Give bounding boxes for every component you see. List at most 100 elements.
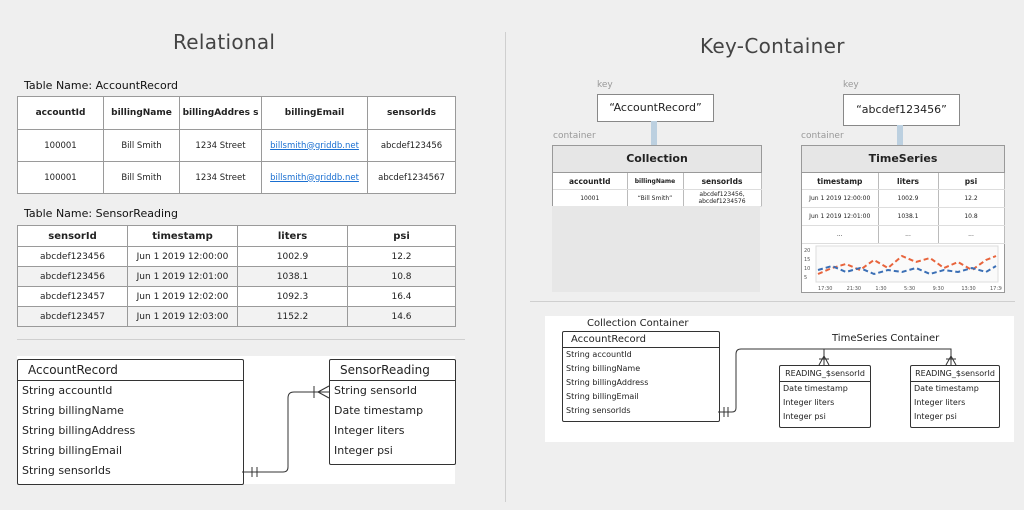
- collection-container-label: Collection Container: [587, 318, 689, 329]
- y-tick-label: 10: [804, 266, 810, 272]
- erd-field: Integer psi: [783, 412, 826, 421]
- table-row: Jun 1 2019 12:01:00 1038.1 10.8: [802, 207, 1005, 226]
- y-tick-label: 15: [804, 257, 810, 263]
- table-cell: abcdef1234567: [367, 161, 456, 194]
- erd-field: String billingName: [566, 364, 641, 373]
- table-cell: 12.2: [938, 189, 1005, 208]
- table-cell: 1152.2: [237, 306, 348, 327]
- erd-field: String accountId: [22, 384, 113, 397]
- sensor-table-caption: Table Name: SensorReading: [24, 207, 178, 220]
- erd-field: String sensorId: [334, 384, 418, 397]
- erd-entity-reading: READING_$sensorId Date timestamp Integer…: [910, 365, 1000, 428]
- table-cell: Jun 1 2019 12:00:00: [802, 189, 879, 208]
- table-row: abcdef123457 Jun 1 2019 12:03:00 1152.2 …: [17, 306, 456, 327]
- erd-field: Integer liters: [334, 424, 405, 437]
- table-row: abcdef123456 Jun 1 2019 12:01:00 1038.1 …: [17, 266, 456, 287]
- table-cell: 1002.9: [878, 189, 939, 208]
- erd-entity-title: AccountRecord: [18, 360, 243, 381]
- column-header: accountId: [553, 173, 628, 190]
- erd-field: Integer liters: [783, 398, 835, 407]
- table-cell: Jun 1 2019 12:01:00: [802, 207, 879, 226]
- collection-title: Collection: [553, 146, 761, 173]
- column-header: sensorIds: [683, 173, 762, 190]
- table-cell: ...: [938, 225, 1005, 244]
- erd-field: String accountId: [566, 350, 632, 359]
- column-header: liters: [878, 173, 939, 190]
- table-cell: 14.6: [347, 306, 456, 327]
- timeseries-container-label: TimeSeries Container: [832, 333, 940, 344]
- erd-field: Date timestamp: [334, 404, 424, 417]
- erd-field: String sensorIds: [22, 464, 111, 477]
- erd-entity-reading: READING_$sensorId Date timestamp Integer…: [779, 365, 871, 428]
- account-table-caption: Table Name: AccountRecord: [24, 79, 179, 92]
- series-line: [817, 254, 997, 275]
- table-row: abcdef123457 Jun 1 2019 12:02:00 1092.3 …: [17, 286, 456, 307]
- divider: [17, 339, 465, 340]
- divider: [505, 32, 506, 502]
- erd-entity-title: AccountRecord: [563, 332, 719, 348]
- container-label: container: [801, 131, 844, 141]
- email-link[interactable]: billsmith@griddb.net: [270, 140, 359, 151]
- sensor-reading-table: sensorId timestamp liters psi abcdef1234…: [17, 225, 456, 327]
- erd-entity-title: READING_$sensorId: [911, 366, 999, 382]
- table-cell: abcdef123457: [17, 306, 128, 327]
- erd-field: Integer psi: [334, 444, 393, 457]
- column-header: psi: [938, 173, 1005, 190]
- table-cell: Jun 1 2019 12:03:00: [127, 306, 238, 327]
- table-cell: abcdef123456: [17, 266, 128, 287]
- column-header: billingEmail: [261, 96, 368, 130]
- divider: [530, 301, 1015, 302]
- relational-title: Relational: [173, 30, 276, 54]
- table-row: 10001 “Bill Smith” abcdef123456, abcdef1…: [553, 189, 762, 207]
- table-row: 100001 Bill Smith 1234 Street billsmith@…: [17, 161, 456, 194]
- x-tick-label: 1:30: [875, 286, 886, 292]
- key-connector: [651, 121, 657, 145]
- y-tick-label: 5: [804, 275, 807, 281]
- erd-field: String billingEmail: [22, 444, 123, 457]
- column-header: billingName: [103, 96, 180, 130]
- container-label: container: [553, 131, 596, 141]
- x-tick-label: 17:30: [990, 286, 1002, 292]
- x-tick-label: 17:30: [818, 286, 832, 292]
- key-box: “AccountRecord”: [597, 94, 714, 122]
- table-cell: 1038.1: [237, 266, 348, 287]
- email-link[interactable]: billsmith@griddb.net: [270, 172, 359, 183]
- series-line: [817, 264, 997, 276]
- account-record-table: accountId billingName billingAddres s bi…: [17, 96, 456, 194]
- y-tick-label: 20: [804, 248, 810, 254]
- x-tick-label: 21:30: [847, 286, 861, 292]
- erd-entity-sensor-reading: SensorReading String sensorId Date times…: [329, 359, 456, 465]
- column-header: sensorIds: [367, 96, 456, 130]
- erd-field: Date timestamp: [914, 384, 979, 393]
- table-cell: Bill Smith: [103, 161, 180, 194]
- table-cell: 10.8: [347, 266, 456, 287]
- erd-entity-account-record: AccountRecord String accountId String bi…: [17, 359, 244, 485]
- erd-field: Integer liters: [914, 398, 966, 407]
- key-container-title: Key-Container: [700, 34, 845, 58]
- table-cell: ...: [802, 225, 879, 244]
- table-cell: ...: [878, 225, 939, 244]
- key-connector: [897, 125, 903, 145]
- table-cell: Jun 1 2019 12:01:00: [127, 266, 238, 287]
- erd-field: String billingAddress: [22, 424, 136, 437]
- table-cell: 100001: [17, 161, 104, 194]
- table-cell: 1038.1: [878, 207, 939, 226]
- erd-field: Date timestamp: [783, 384, 848, 393]
- erd-entity-title: READING_$sensorId: [780, 366, 870, 382]
- x-tick-label: 5:30: [904, 286, 915, 292]
- erd-entity-account-record: AccountRecord String accountId String bi…: [562, 331, 720, 422]
- collection-shadow: [552, 206, 760, 292]
- column-header: billingName: [627, 173, 684, 190]
- timeseries-title: TimeSeries: [802, 146, 1004, 173]
- key-label: key: [843, 80, 859, 90]
- table-row: Jun 1 2019 12:00:00 1002.9 12.2: [802, 189, 1005, 208]
- table-cell: billsmith@griddb.net: [261, 161, 368, 194]
- erd-field: Integer psi: [914, 412, 957, 421]
- table-cell: Bill Smith: [103, 129, 180, 162]
- x-tick-label: 9:30: [933, 286, 944, 292]
- table-row: ... ... ...: [802, 225, 1005, 244]
- erd-field: String sensorIds: [566, 406, 631, 415]
